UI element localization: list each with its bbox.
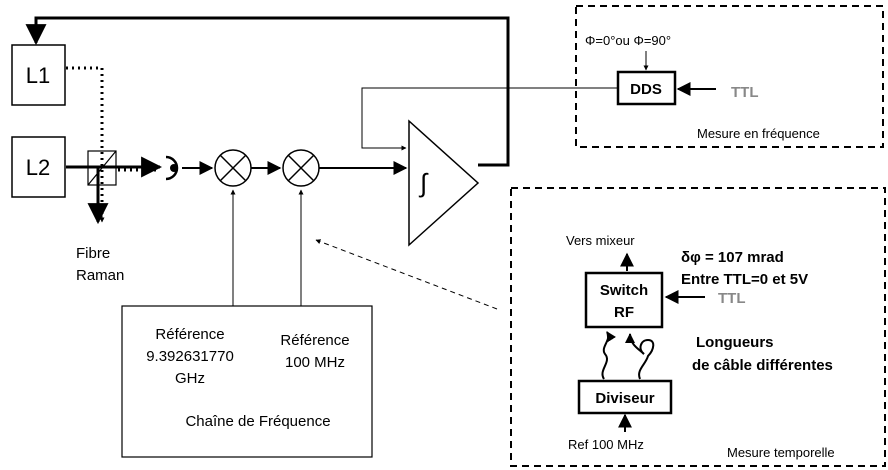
dds-box <box>616 70 677 106</box>
temporal-measure-title: Mesure temporelle <box>727 445 835 460</box>
longueurs-line1: Longueurs <box>696 334 774 351</box>
dds-label: DDS <box>630 81 662 98</box>
mixer-2 <box>282 149 320 187</box>
ref1-line2: 9.392631770 <box>146 348 234 365</box>
ref2-line2: 100 MHz <box>285 354 345 371</box>
cable-long <box>625 333 655 380</box>
beam-splitter <box>87 150 117 186</box>
cable-short <box>601 331 617 380</box>
diviseur-box <box>577 379 673 415</box>
mixer-1 <box>214 149 252 187</box>
temporal-measure-frame <box>510 187 886 467</box>
laser-l2-box <box>11 136 66 198</box>
dds-ttl-label: TTL <box>731 84 759 101</box>
dds-to-integrator <box>361 87 617 151</box>
integrator-symbol: ∫ <box>418 168 429 198</box>
photodiode <box>165 155 179 181</box>
ref1-line1: Référence <box>155 326 224 343</box>
longueurs-line2: de câble différentes <box>692 357 833 374</box>
laser-l1-label: L1 <box>26 63 50 88</box>
fibre-label-line2: Raman <box>76 267 124 284</box>
switch-label-line2: RF <box>614 304 634 321</box>
switch-label-line1: Switch <box>600 282 648 299</box>
ref-100-label: Ref 100 MHz <box>568 437 644 452</box>
diviseur-label: Diviseur <box>595 390 654 407</box>
frequency-measure-title: Mesure en fréquence <box>697 126 820 141</box>
l1-beam-dotted <box>66 66 104 222</box>
vers-mixeur-label: Vers mixeur <box>566 233 635 248</box>
laser-l2-label: L2 <box>26 155 50 180</box>
switch-ttl-label: TTL <box>718 290 746 307</box>
ref1-line3: GHz <box>175 370 205 387</box>
integrator <box>408 119 480 247</box>
frequency-chain-box <box>121 305 373 458</box>
frequency-measure-frame <box>575 5 884 148</box>
ref2-line1: Référence <box>280 332 349 349</box>
fibre-label-line1: Fibre <box>76 245 110 262</box>
delta-phi-label: δφ = 107 mrad <box>681 249 784 266</box>
frequency-chain-title: Chaîne de Fréquence <box>185 413 330 430</box>
temporal-pointer <box>315 239 498 310</box>
switch-rf-box <box>584 271 664 329</box>
feedback-loop-line <box>25 16 510 167</box>
entre-ttl-label: Entre TTL=0 et 5V <box>681 271 808 288</box>
phase-label: Φ=0°ou Φ=90° <box>585 33 671 48</box>
